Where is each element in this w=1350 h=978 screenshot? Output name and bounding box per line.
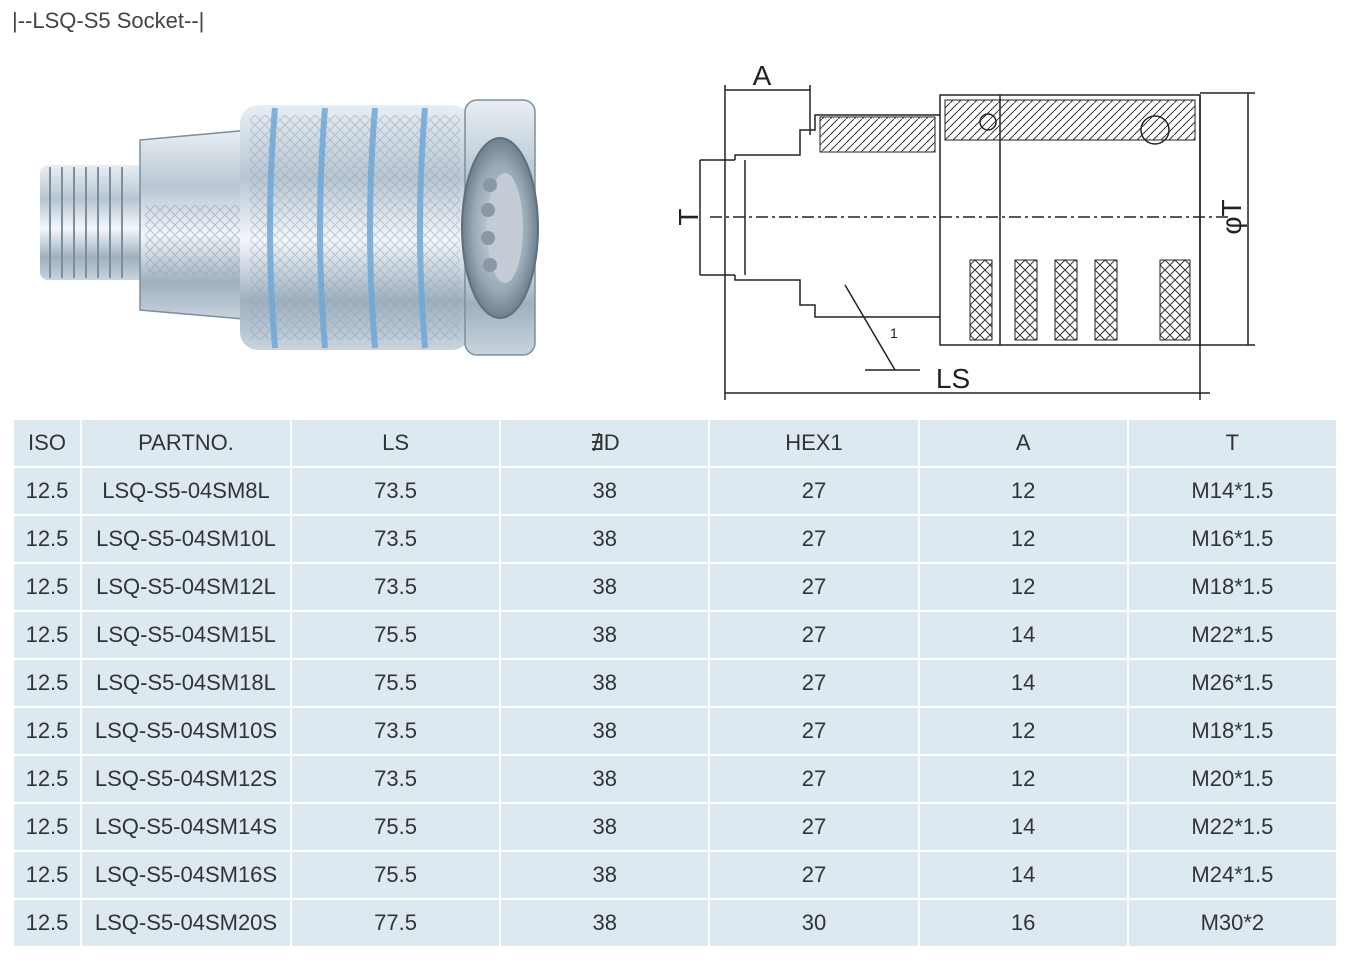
cell-a: 12 (917, 466, 1129, 516)
cell-t: M26*1.5 (1126, 658, 1339, 708)
cell-diameter: 38 (499, 802, 711, 852)
cell-partno: LSQ-S5-04SM8L (80, 466, 292, 516)
cell-a: 14 (917, 658, 1129, 708)
cell-diameter: 38 (499, 706, 711, 756)
cell-hex1: 27 (708, 466, 920, 516)
cell-a: 12 (917, 754, 1129, 804)
cell-t: M18*1.5 (1126, 562, 1339, 612)
cell-ls: 75.5 (289, 658, 502, 708)
cell-diameter: 38 (499, 562, 711, 612)
angle-label: 1 (890, 325, 898, 341)
thread-end (40, 165, 150, 280)
cell-t: M16*1.5 (1126, 514, 1339, 564)
cell-diameter: 38 (499, 658, 711, 708)
header-iso: ISO (12, 418, 82, 468)
cell-t: M30*2 (1126, 898, 1339, 948)
cell-a: 12 (917, 706, 1129, 756)
cell-partno: LSQ-S5-04SM20S (80, 898, 292, 948)
cell-ls: 75.5 (289, 850, 502, 900)
cell-a: 12 (917, 562, 1129, 612)
cell-partno: LSQ-S5-04SM15L (80, 610, 292, 660)
cell-hex1: 27 (708, 514, 920, 564)
header-partno: PARTNO. (80, 418, 292, 468)
cell-hex1: 27 (708, 706, 920, 756)
cell-ls: 73.5 (289, 514, 502, 564)
dim-ls-label: LS (936, 363, 970, 394)
dim-t-label: T (673, 208, 704, 225)
cell-a: 14 (917, 610, 1129, 660)
cell-partno: LSQ-S5-04SM12S (80, 754, 292, 804)
cell-hex1: 30 (708, 898, 920, 948)
cell-ls: 77.5 (289, 898, 502, 948)
cell-ls: 73.5 (289, 706, 502, 756)
cell-partno: LSQ-S5-04SM10S (80, 706, 292, 756)
cell-a: 14 (917, 850, 1129, 900)
header-ls: LS (289, 418, 502, 468)
cell-ls: 73.5 (289, 754, 502, 804)
cell-hex1: 27 (708, 802, 920, 852)
cell-iso: 12.5 (12, 658, 82, 708)
dim-a-label: A (753, 60, 772, 91)
header-t: T (1126, 418, 1339, 468)
cell-partno: LSQ-S5-04SM12L (80, 562, 292, 612)
cell-t: M22*1.5 (1126, 802, 1339, 852)
cell-hex1: 27 (708, 610, 920, 660)
cell-a: 16 (917, 898, 1129, 948)
cell-hex1: 27 (708, 754, 920, 804)
cell-diameter: 38 (499, 466, 711, 516)
cell-iso: 12.5 (12, 610, 82, 660)
cell-ls: 75.5 (289, 802, 502, 852)
cell-t: M18*1.5 (1126, 706, 1339, 756)
cell-partno: LSQ-S5-04SM16S (80, 850, 292, 900)
cell-diameter: 38 (499, 850, 711, 900)
cell-iso: 12.5 (12, 754, 82, 804)
cell-diameter: 38 (499, 754, 711, 804)
cell-hex1: 27 (708, 562, 920, 612)
cell-diameter: 38 (499, 610, 711, 660)
cell-a: 12 (917, 514, 1129, 564)
header-diameter: ∄D (499, 418, 711, 468)
cell-iso: 12.5 (12, 850, 82, 900)
cell-t: M22*1.5 (1126, 610, 1339, 660)
section-drawing: A T φT LS 1 (673, 60, 1255, 400)
cell-hex1: 27 (708, 658, 920, 708)
cell-iso: 12.5 (12, 514, 82, 564)
cell-iso: 12.5 (12, 562, 82, 612)
cell-a: 14 (917, 802, 1129, 852)
cell-hex1: 27 (708, 850, 920, 900)
cell-diameter: 38 (499, 514, 711, 564)
header-a: A (917, 418, 1129, 468)
cell-diameter: 38 (499, 898, 711, 948)
cell-t: M14*1.5 (1126, 466, 1339, 516)
cell-ls: 75.5 (289, 610, 502, 660)
page-heading: |--LSQ-S5 Socket--| (12, 8, 205, 33)
cell-t: M24*1.5 (1126, 850, 1339, 900)
socket-photo (40, 99, 539, 356)
cell-iso: 12.5 (12, 466, 82, 516)
header-hex1: HEX1 (708, 418, 920, 468)
cell-ls: 73.5 (289, 562, 502, 612)
cell-partno: LSQ-S5-04SM14S (80, 802, 292, 852)
cell-iso: 12.5 (12, 706, 82, 756)
cell-ls: 73.5 (289, 466, 502, 516)
table-header-row: ISO PARTNO. LS ∄D HEX1 A T (12, 418, 1339, 468)
dim-phi-t-label: φT (1216, 199, 1247, 234)
cell-t: M20*1.5 (1126, 754, 1339, 804)
cell-iso: 12.5 (12, 802, 82, 852)
cell-partno: LSQ-S5-04SM18L (80, 658, 292, 708)
cell-iso: 12.5 (12, 898, 82, 948)
cell-partno: LSQ-S5-04SM10L (80, 514, 292, 564)
